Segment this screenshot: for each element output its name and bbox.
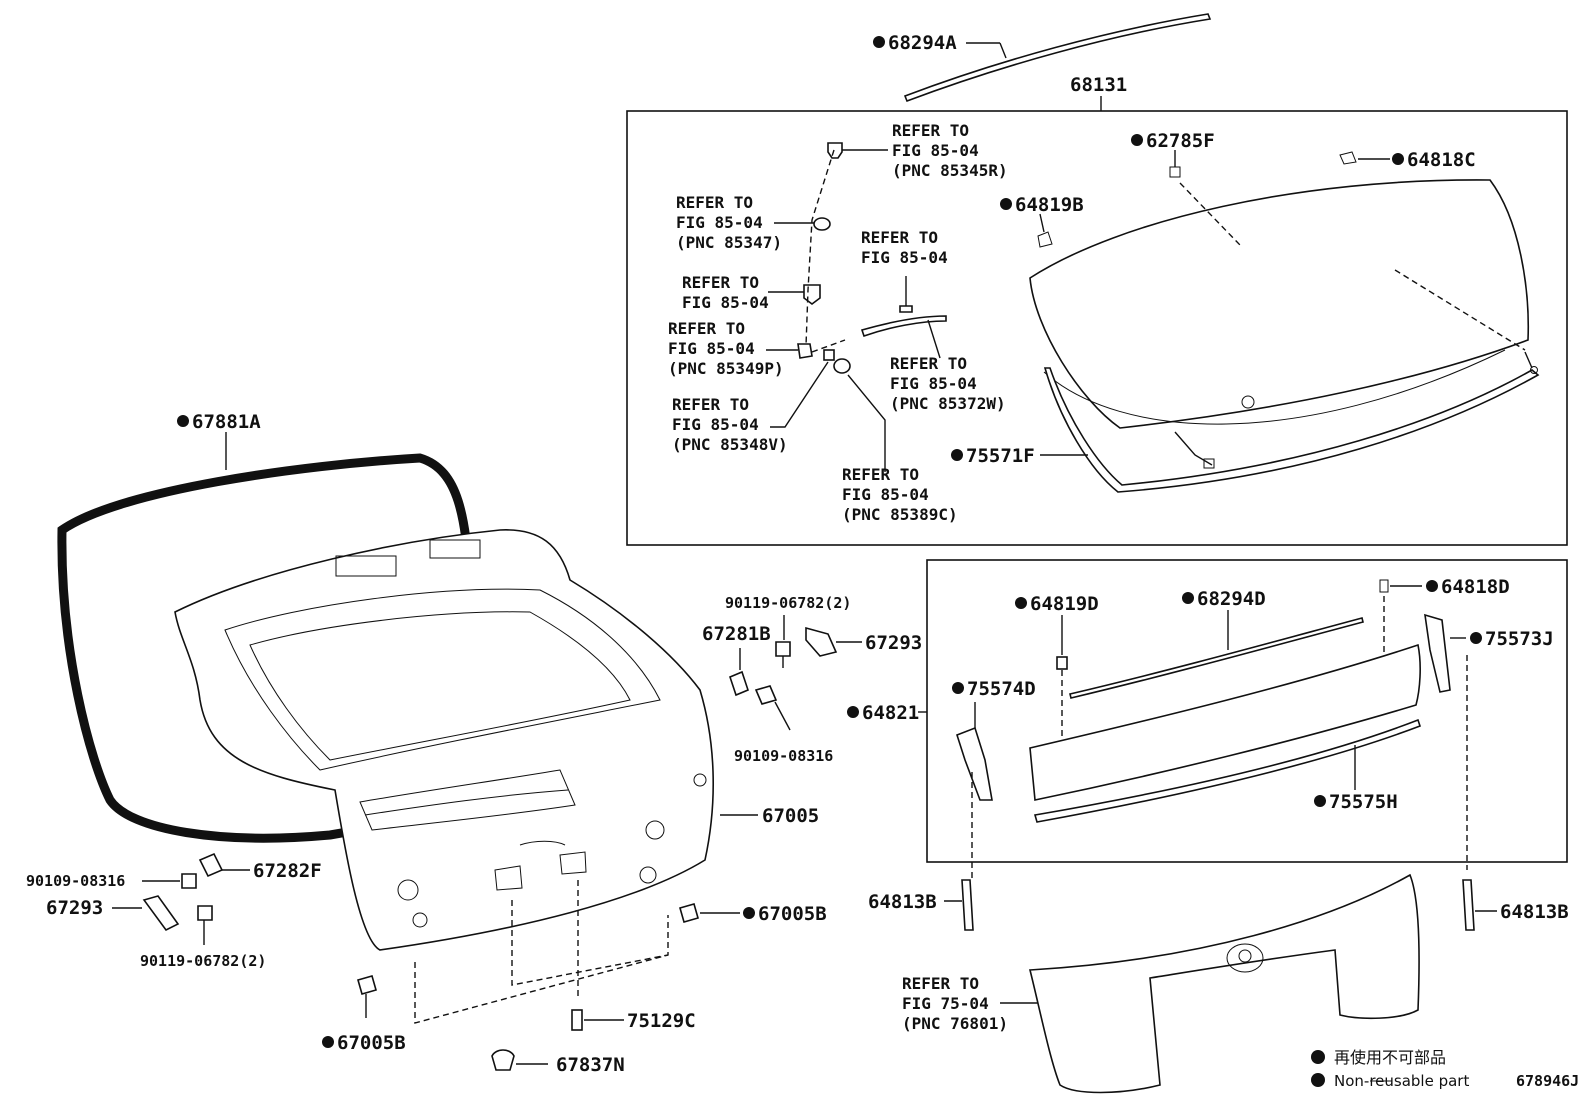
group-68131: 68131 62785F 64818C 64819B 75571F bbox=[626, 74, 1568, 546]
label-67293-right: 67293 bbox=[865, 632, 922, 654]
hinge-group-left: 90109-08316 67282F 67293 90119-06782(2) bbox=[26, 852, 322, 970]
label-75574D: 75574D bbox=[967, 678, 1036, 700]
label-64819B: 64819B bbox=[1015, 194, 1084, 216]
box-64821 bbox=[926, 559, 1568, 863]
part-67282F-drawing bbox=[198, 852, 224, 878]
part-64821-drawing bbox=[1029, 643, 1421, 801]
part-75574D-drawing bbox=[956, 726, 993, 801]
label-75571F: 75571F bbox=[966, 445, 1035, 467]
label-90119-06782-left: 90119-06782(2) bbox=[140, 952, 266, 970]
part-64813B-left-drawing bbox=[961, 879, 974, 931]
label-75129C: 75129C bbox=[627, 1010, 696, 1032]
label-67837N: 67837N bbox=[556, 1054, 625, 1076]
label-67005B-left: 67005B bbox=[337, 1032, 406, 1054]
legend-marker-en bbox=[1311, 1073, 1325, 1087]
part-64819B-drawing bbox=[1037, 231, 1053, 248]
part-68294A-drawing: 68294A bbox=[873, 13, 1212, 103]
label-64819D: 64819D bbox=[1030, 593, 1099, 615]
label-75575H: 75575H bbox=[1329, 791, 1398, 813]
label-67281B: 67281B bbox=[702, 623, 771, 645]
box-68131 bbox=[626, 110, 1568, 546]
clips-group: 67005B 67005B 75129C 67837N bbox=[322, 903, 827, 1076]
group-64821: 64819D 68294D 64818D 75573J 75574D 64821… bbox=[847, 559, 1568, 880]
label-64813B-right: 64813B bbox=[1500, 901, 1569, 923]
label-90109-08316-right: 90109-08316 bbox=[734, 747, 833, 765]
label-67293-left: 67293 bbox=[46, 897, 103, 919]
diagram-id: 678946J bbox=[1516, 1072, 1579, 1090]
label-90109-08316-left: 90109-08316 bbox=[26, 872, 125, 890]
label-64818D: 64818D bbox=[1441, 576, 1510, 598]
part-67281B-drawing bbox=[729, 670, 749, 697]
label-67881A: 67881A bbox=[192, 411, 261, 433]
label-64818C: 64818C bbox=[1407, 149, 1476, 171]
part-67005-drawing: 67005 bbox=[174, 529, 819, 1024]
part-64818C-drawing bbox=[1339, 151, 1357, 165]
label-75573J: 75573J bbox=[1485, 628, 1554, 650]
back-glass-panel bbox=[1029, 179, 1530, 429]
label-64821: 64821 bbox=[862, 702, 919, 724]
label-67005: 67005 bbox=[762, 805, 819, 827]
part-67293-right-drawing bbox=[805, 626, 838, 657]
legend: 再使用不可部品 Non-reusable part bbox=[1311, 1048, 1469, 1090]
non-reusable-marker bbox=[873, 36, 885, 48]
part-64813B-right-drawing bbox=[1462, 879, 1475, 931]
label-67282F: 67282F bbox=[253, 860, 322, 882]
part-75573J-drawing bbox=[1424, 613, 1451, 693]
part-62785F-drawing bbox=[1169, 166, 1181, 178]
label-64813B-left: 64813B bbox=[868, 891, 937, 913]
label-68131: 68131 bbox=[1070, 74, 1127, 96]
glass-lower-molding bbox=[1043, 367, 1540, 493]
label-62785F: 62785F bbox=[1146, 130, 1215, 152]
legend-text-jp: 再使用不可部品 bbox=[1334, 1048, 1446, 1067]
group-64813B: 64813B 64813B bbox=[868, 879, 1569, 931]
legend-marker-jp bbox=[1311, 1050, 1325, 1064]
hinge-group-right: 90119-06782(2) 67281B 67293 90109-08316 bbox=[702, 594, 922, 765]
part-75575H-drawing bbox=[1033, 718, 1422, 823]
part-67293-left-drawing bbox=[142, 895, 180, 932]
label-68294A: 68294A bbox=[888, 32, 957, 54]
label-68294D: 68294D bbox=[1197, 588, 1266, 610]
part-64818D-drawing bbox=[1379, 579, 1389, 593]
label-90119-06782-right: 90119-06782(2) bbox=[725, 594, 851, 612]
legend-text-en: Non-reusable part bbox=[1334, 1072, 1469, 1090]
part-68294D-drawing bbox=[1069, 617, 1364, 699]
label-67005B-right: 67005B bbox=[758, 903, 827, 925]
